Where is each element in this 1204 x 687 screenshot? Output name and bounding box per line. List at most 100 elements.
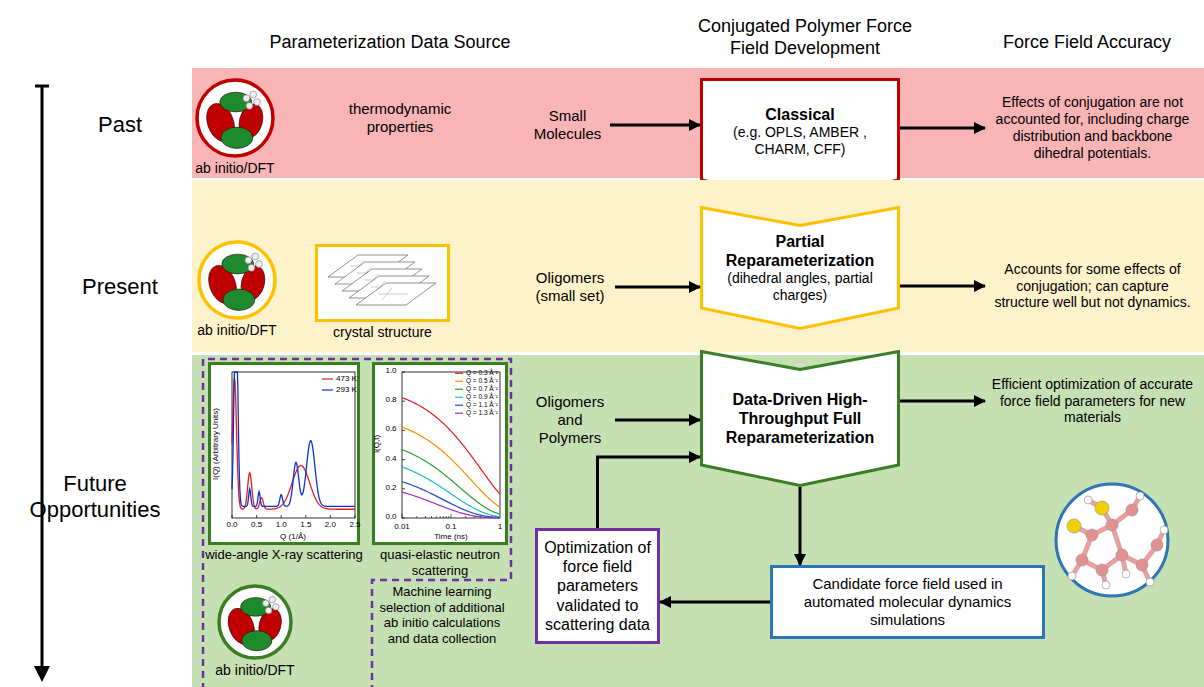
time-band: Presentab initio/DFTcrystal structureOli…: [192, 180, 1204, 352]
flow-arrow: [900, 127, 985, 130]
force-field-chevron: Data-Driven High-Throughput Full Reparam…: [700, 350, 900, 487]
text-node: Accounts for some effects of conjugation…: [985, 250, 1200, 322]
node-text: Optimization of force field parameters v…: [544, 538, 651, 634]
legend-entry: 473 K: [336, 375, 357, 383]
axis-label: 2.0: [318, 521, 342, 529]
crystal-structure-box: crystal structure: [315, 244, 450, 322]
caption: ab initio/DFT: [182, 322, 292, 339]
flow-arrow: [799, 487, 802, 565]
axis-label: 0.1: [438, 523, 464, 531]
orbital-illustration: [195, 78, 275, 158]
axis-label: 1.5: [294, 521, 318, 529]
caption: ab initio/DFT: [180, 160, 290, 177]
axis-label: 1.0: [269, 521, 293, 529]
legend-line-sample: [455, 405, 463, 406]
node-text: Accounts for some effects of conjugation…: [989, 261, 1196, 311]
legend-line-sample: [455, 413, 463, 414]
legend-entry: Q = 0.7 Å⁻¹: [466, 386, 498, 393]
column-heading: Conjugated Polymer Force Field Developme…: [685, 16, 925, 59]
axis-label: 0.2: [381, 484, 401, 492]
caption: Machine learning selection of additional…: [374, 584, 510, 646]
relaxation-curve: [402, 492, 500, 518]
legend-line-sample: [322, 378, 333, 379]
axis-label: 2.5: [343, 521, 367, 529]
flow-arrow: [598, 457, 701, 528]
box-heading: Data-Driven High-Throughput Full Reparam…: [712, 390, 888, 448]
orbital-lobes: [223, 596, 284, 650]
column-heading: Parameterization Data Source: [225, 32, 555, 54]
legend-line-sample: [455, 381, 463, 382]
circle-outline: [219, 586, 291, 658]
process-box: Optimization of force field parameters v…: [535, 528, 660, 644]
time-band: Pastab initio/DFTSmall MoleculesClassica…: [192, 68, 1204, 178]
force-field-chevron: Partial Reparameterization(dihedral angl…: [700, 206, 900, 330]
node-text: Oligomers (small set): [529, 269, 611, 305]
text-node: Small Molecules: [525, 102, 610, 148]
row-label: Past: [60, 112, 180, 138]
axis-label: I(Q) (Arbitrary Units): [212, 369, 220, 519]
flow-arrow: [900, 400, 985, 403]
legend-entry: Q = 1.1 Å⁻¹: [466, 402, 498, 409]
orbital-lobes: [204, 253, 269, 310]
chevron-outline: [702, 208, 899, 329]
legend-entry: Q = 0.3 Å⁻¹: [466, 370, 498, 377]
orbital-circle: ab initio/DFT: [195, 78, 275, 158]
node-text: Effects of conjugation are not accounted…: [989, 94, 1196, 161]
row-label: Future Opportunities: [10, 471, 180, 524]
box-heading: Partial Reparameterization: [712, 232, 888, 270]
node-text: (dihedral angles, partial charges): [712, 270, 888, 304]
axis-label: Time (ns): [421, 533, 481, 541]
legend-entry: Q = 0.5 Å⁻¹: [466, 378, 498, 385]
flow-arrow: [615, 286, 700, 289]
relaxation-curve: [402, 450, 500, 515]
time-arrowhead: [34, 666, 50, 682]
orbital-circle: ab initio/DFT: [197, 240, 277, 320]
orbital-circle: ab initio/DFT: [217, 584, 293, 660]
legend-entry: Q = 1.3 Å⁻¹: [466, 410, 498, 417]
molecule-circle: [1056, 484, 1168, 596]
text-node: Oligomers (small set): [525, 264, 615, 310]
time-axis: [35, 86, 49, 668]
circle-outline: [197, 80, 273, 156]
axis-label: 0.01: [389, 523, 415, 531]
relaxation-curve: [402, 482, 500, 518]
axis-label: 0.4: [381, 455, 401, 463]
crystal-illustration: [318, 247, 447, 319]
caption: wide-angle X-ray scattering: [204, 547, 364, 563]
flow-arrow: [900, 285, 985, 288]
axis-label: 0.0: [381, 513, 401, 521]
orbital-lobes: [202, 91, 267, 148]
circle-outline: [199, 242, 275, 318]
caption: quasi-elastic neutron scattering: [365, 547, 515, 578]
axis-label: 0.8: [381, 396, 401, 404]
axis-label: 0.0: [220, 521, 244, 529]
legend-entry: 293 K: [336, 386, 357, 394]
legend-line-sample: [455, 373, 463, 374]
axis-label: 0.6: [381, 425, 401, 433]
plot-axes: [402, 372, 500, 518]
legend-line-sample: [455, 397, 463, 398]
flow-arrow: [615, 419, 700, 422]
legend-line-sample: [322, 389, 333, 390]
crystal-layers: [328, 255, 436, 305]
column-heading: Force Field Accuracy: [972, 32, 1202, 54]
text-node: Efficient optimization of accurate force…: [985, 365, 1200, 437]
box-heading: Classical: [712, 105, 888, 124]
node-text: Oligomers and Polymers: [529, 393, 611, 447]
molecule-model: [1067, 492, 1168, 589]
axis-label: 1.0: [381, 367, 401, 375]
caption: ab initio/DFT: [200, 662, 310, 679]
orbital-illustration: [197, 240, 277, 320]
axis-label: 0.5: [245, 521, 269, 529]
data-source-label: thermodynamic properties: [335, 100, 465, 136]
legend-line-sample: [455, 389, 463, 390]
chevron-outline: [702, 352, 899, 486]
dashed-outline: [203, 359, 511, 687]
node-text: Small Molecules: [529, 107, 606, 143]
node-text: Efficient optimization of accurate force…: [989, 376, 1196, 426]
row-label: Present: [50, 274, 190, 300]
orbital-illustration: [217, 584, 293, 660]
process-box: Candidate force field used in automated …: [770, 565, 1045, 639]
plot-illustration: [211, 365, 357, 542]
